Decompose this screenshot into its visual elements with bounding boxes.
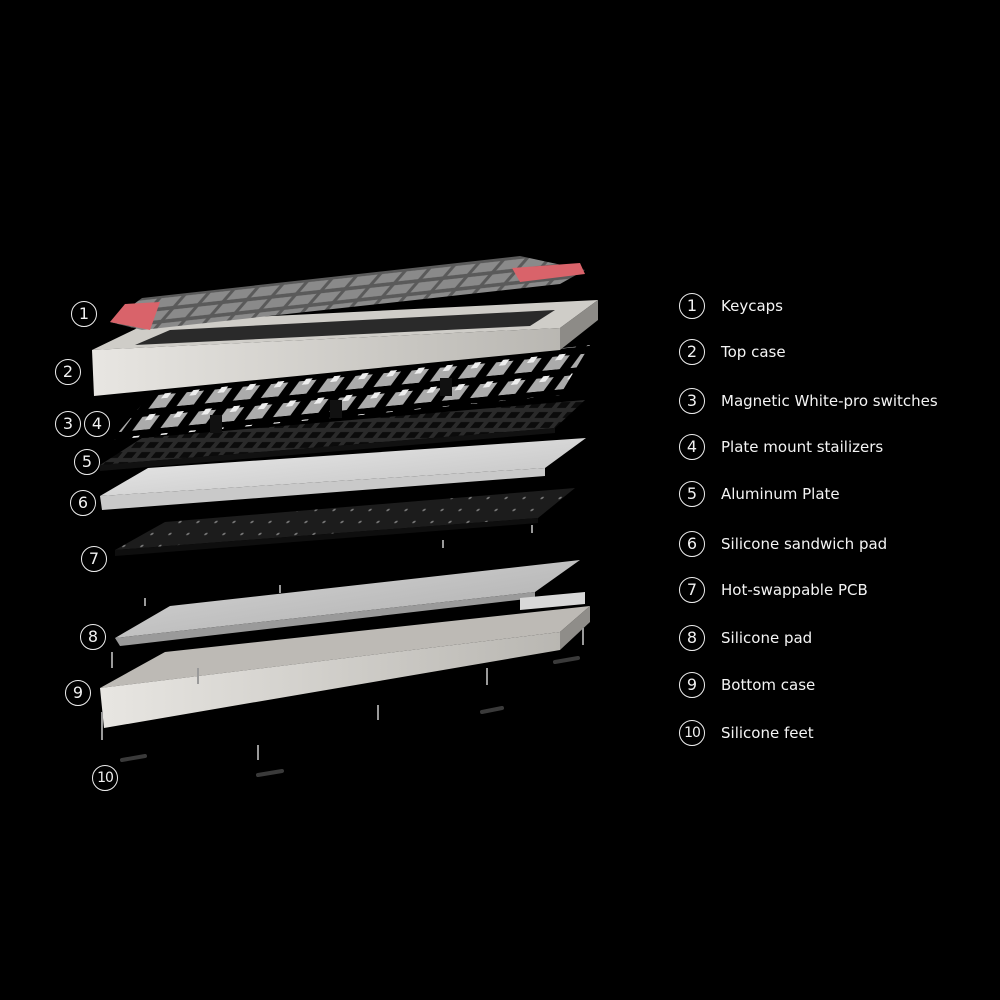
callout-4: 4 (84, 411, 110, 437)
screws (101, 525, 584, 760)
callout-10: 10 (92, 765, 118, 791)
legend-number: 6 (679, 531, 705, 557)
silicone-feet (120, 656, 580, 777)
callout-3: 3 (55, 411, 81, 437)
callout-6: 6 (70, 490, 96, 516)
legend-number: 10 (679, 720, 705, 746)
legend-number: 8 (679, 625, 705, 651)
callout-8: 8 (80, 624, 106, 650)
legend-label: Top case (721, 343, 786, 361)
legend-label: Bottom case (721, 676, 816, 694)
legend-number: 2 (679, 339, 705, 365)
top-case (92, 300, 598, 396)
callout-7: 7 (81, 546, 107, 572)
callout-5: 5 (74, 449, 100, 475)
legend-item-feet: 10 Silicone feet (679, 719, 814, 747)
legend-item-pcb: 7 Hot-swappable PCB (679, 576, 868, 604)
legend-item-bottom-case: 9 Bottom case (679, 671, 815, 699)
legend-number: 9 (679, 672, 705, 698)
legend-item-silicone-pad: 8 Silicone pad (679, 624, 812, 652)
silicone-sandwich-pad (100, 438, 586, 510)
callout-2: 2 (55, 359, 81, 385)
legend-item-plate: 5 Aluminum Plate (679, 480, 840, 508)
silicone-pad (115, 560, 585, 646)
callout-1: 1 (71, 301, 97, 327)
legend-number: 3 (679, 388, 705, 414)
keycaps (110, 256, 585, 330)
legend-label: Silicone sandwich pad (721, 535, 888, 553)
legend-label: Keycaps (721, 297, 783, 315)
legend-number: 5 (679, 481, 705, 507)
hot-swappable-pcb (115, 488, 575, 556)
legend-item-top-case: 2 Top case (679, 338, 786, 366)
aluminum-plate (100, 400, 585, 471)
legend-label: Magnetic White-pro switches (721, 392, 938, 410)
switches-and-stabilizers (112, 345, 590, 440)
legend-label: Silicone feet (721, 724, 814, 742)
legend-number: 1 (679, 293, 705, 319)
legend-item-switches: 3 Magnetic White-pro switches (679, 387, 938, 415)
legend-number: 4 (679, 434, 705, 460)
legend-item-sandwich-pad: 6 Silicone sandwich pad (679, 530, 887, 558)
callout-9: 9 (65, 680, 91, 706)
bottom-case (100, 606, 590, 728)
legend-item-keycaps: 1 Keycaps (679, 292, 783, 320)
legend-number: 7 (679, 577, 705, 603)
legend-label: Aluminum Plate (721, 485, 840, 503)
legend-item-stabilizers: 4 Plate mount stailizers (679, 433, 883, 461)
legend-label: Plate mount stailizers (721, 438, 884, 456)
legend-label: Silicone pad (721, 629, 813, 647)
legend-label: Hot-swappable PCB (721, 581, 868, 599)
